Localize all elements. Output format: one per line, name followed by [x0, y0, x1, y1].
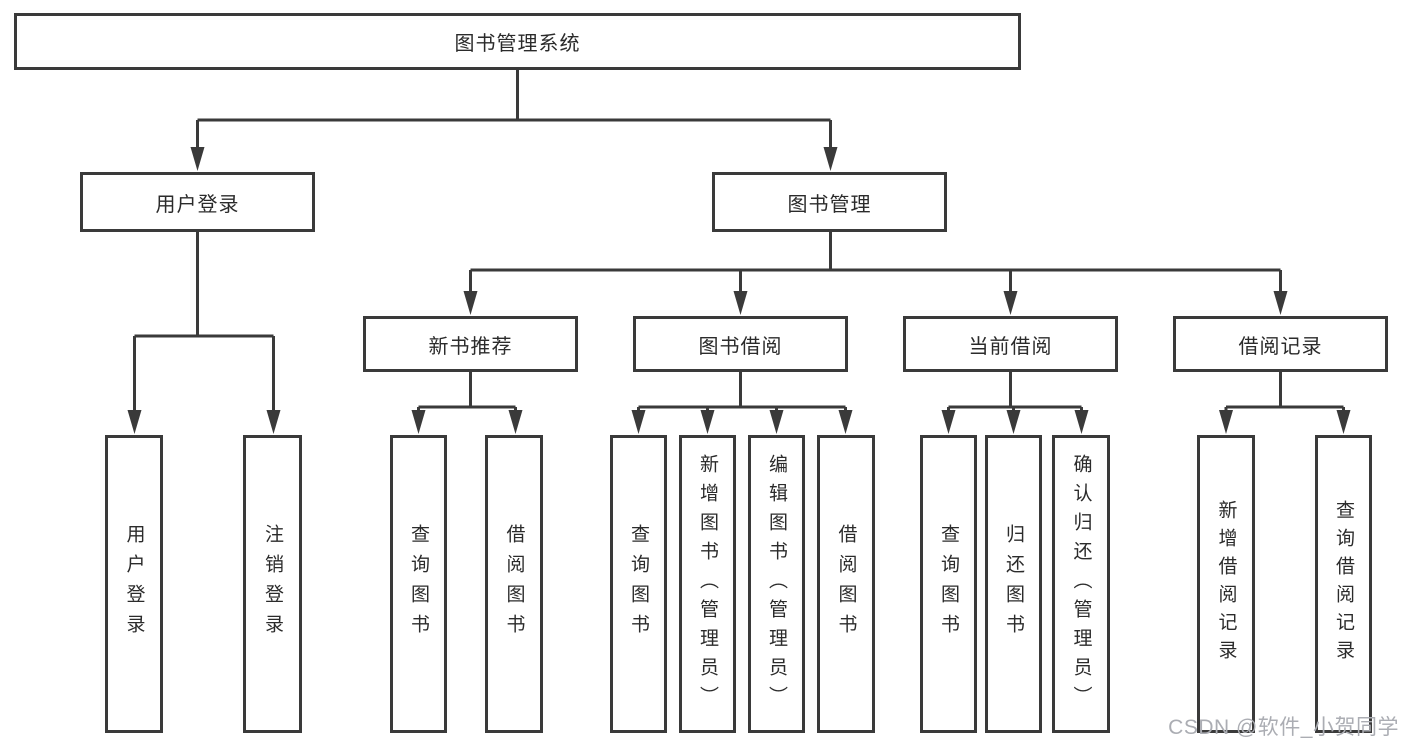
- node-label: 当前借阅: [968, 335, 1053, 358]
- node-library-management-system: 图书管理系统: [14, 13, 1021, 70]
- node-label: 图书借阅: [698, 335, 783, 358]
- node-label: 图书管理系统: [454, 33, 581, 55]
- leaf-user-login: 用户登录: [105, 435, 163, 733]
- csdn-watermark: CSDN @软件_小贺同学: [1168, 716, 1399, 739]
- node-label: 新书推荐: [428, 335, 513, 358]
- leaf-query-books-current: 查询图书: [920, 435, 977, 733]
- node-borrowing-records: 借阅记录: [1173, 316, 1388, 372]
- node-user-login: 用户登录: [80, 172, 315, 232]
- leaf-confirm-return-admin: 确认归还（管理员）: [1052, 435, 1110, 733]
- leaf-borrow-books: 借阅图书: [817, 435, 875, 733]
- node-book-borrowing: 图书借阅: [633, 316, 848, 372]
- leaf-add-books-admin: 新增图书（管理员）: [679, 435, 736, 733]
- leaf-query-books-recommend: 查询图书: [390, 435, 447, 733]
- node-new-book-recommend: 新书推荐: [363, 316, 578, 372]
- node-label: 用户登录: [155, 193, 240, 216]
- leaf-edit-books-admin: 编辑图书（管理员）: [748, 435, 805, 733]
- leaf-logout: 注销登录: [243, 435, 302, 733]
- leaf-borrow-books-recommend: 借阅图书: [485, 435, 543, 733]
- node-label: 图书管理: [787, 193, 872, 216]
- leaf-query-books-borrow: 查询图书: [610, 435, 667, 733]
- node-current-borrowing: 当前借阅: [903, 316, 1118, 372]
- leaf-return-books: 归还图书: [985, 435, 1042, 733]
- leaf-add-borrow-record: 新增借阅记录: [1197, 435, 1255, 733]
- node-label: 借阅记录: [1238, 335, 1323, 358]
- node-book-management: 图书管理: [712, 172, 947, 232]
- leaf-query-borrow-record: 查询借阅记录: [1315, 435, 1372, 733]
